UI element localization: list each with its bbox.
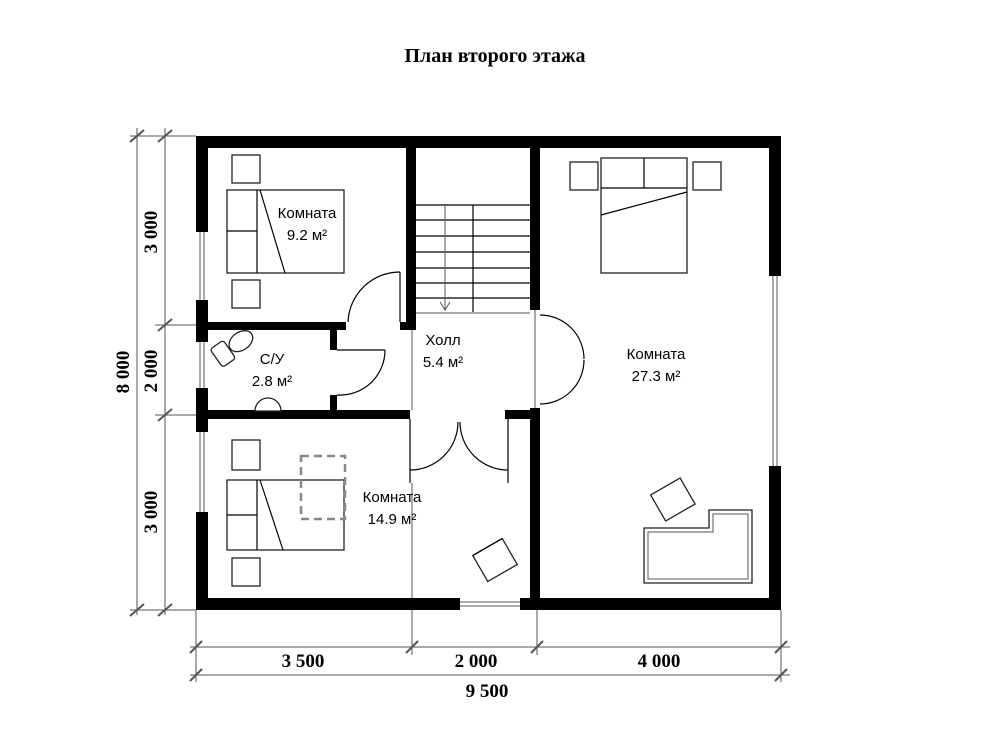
toilet-icon [210,330,254,367]
room-area: 9.2 м² [287,227,327,244]
plan-title: План второго этажа [404,45,585,67]
room-area: 14.9 м² [368,511,417,528]
sink-icon [254,397,282,412]
dim-bottom-1: 3 500 [282,651,325,672]
dim-bottom-2: 2 000 [455,651,498,672]
dim-left-total: 8 000 [113,351,134,394]
room-name: С/У [260,351,285,368]
dimension-lines [129,128,790,682]
room-area: 27.3 м² [632,368,681,385]
dimension-labels: 3 000 2 000 3 000 8 000 3 500 2 000 4 00… [113,211,680,702]
nightstand-icon [569,161,599,191]
dim-bottom-total: 9 500 [466,681,509,702]
doors [336,271,585,598]
nightstand-icon [231,154,261,184]
staircase [416,204,530,314]
room-labels: Комната 9.2 м² С/У 2.8 м² Холл 5.4 м² Ко… [252,205,686,528]
nightstand-icon [231,439,261,471]
armchair-icon [649,477,696,522]
furniture [210,154,753,587]
dim-left-2: 2 000 [141,350,162,393]
nightstand-icon [692,161,722,191]
desk-icon [299,454,347,521]
dim-left-3: 3 000 [141,491,162,534]
windows [199,232,778,607]
nightstand-icon [231,557,261,587]
nightstand-icon [231,279,261,309]
room-area: 5.4 м² [423,354,463,371]
room-name: Комната [627,346,686,363]
corner-desk-icon [643,509,753,584]
dim-left-1: 3 000 [141,211,162,254]
walls [196,136,781,610]
armchair-icon [471,537,519,583]
room-name: Комната [363,489,422,506]
room-area: 2.8 м² [252,373,292,390]
room-name: Комната [278,205,337,222]
room-name: Холл [425,332,460,349]
dim-bottom-3: 4 000 [638,651,681,672]
